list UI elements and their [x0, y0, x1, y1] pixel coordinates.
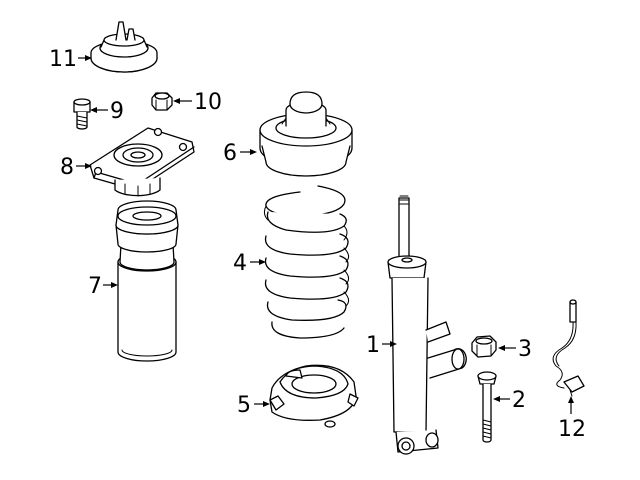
- bolt: [477, 371, 497, 443]
- callout-10: 10: [194, 90, 222, 115]
- coil-spring: [263, 185, 350, 339]
- leader-lines: [76, 55, 574, 414]
- arrow-6: [250, 149, 257, 155]
- dust-cap: [90, 21, 158, 73]
- callout-5: 5: [237, 393, 251, 418]
- mount-bolt: [73, 98, 91, 130]
- arrow-11: [85, 55, 92, 61]
- shock-absorber: [387, 195, 467, 455]
- mount-nut: [151, 92, 173, 111]
- callout-11: 11: [49, 47, 77, 72]
- arrow-2: [493, 396, 500, 402]
- arrow-7: [111, 282, 118, 288]
- arrow-8: [85, 163, 92, 169]
- callout-4: 4: [233, 251, 247, 276]
- lower-spring-seat: [269, 364, 359, 428]
- callout-3: 3: [518, 337, 532, 362]
- callout-6: 6: [223, 141, 237, 166]
- callout-12: 12: [558, 417, 586, 442]
- callout-1: 1: [366, 333, 380, 358]
- arrow-3: [498, 345, 505, 351]
- callout-7: 7: [88, 274, 102, 299]
- arrow-9: [90, 107, 97, 113]
- arrow-12: [568, 396, 574, 403]
- upper-mount: [89, 127, 195, 197]
- nut: [471, 335, 497, 358]
- sensor-wire: [552, 299, 585, 397]
- upper-spring-seat: [259, 91, 353, 177]
- arrow-1: [390, 341, 397, 347]
- callout-labels: 11 9 10 8 7 6 4 5 1 3 2 12: [49, 47, 586, 442]
- arrow-10: [173, 98, 180, 104]
- arrow-4: [259, 259, 266, 265]
- callout-2: 2: [512, 388, 526, 413]
- callout-8: 8: [60, 155, 74, 180]
- arrow-5: [263, 401, 270, 407]
- callout-9: 9: [110, 99, 124, 124]
- bump-stop-boot: [115, 200, 179, 362]
